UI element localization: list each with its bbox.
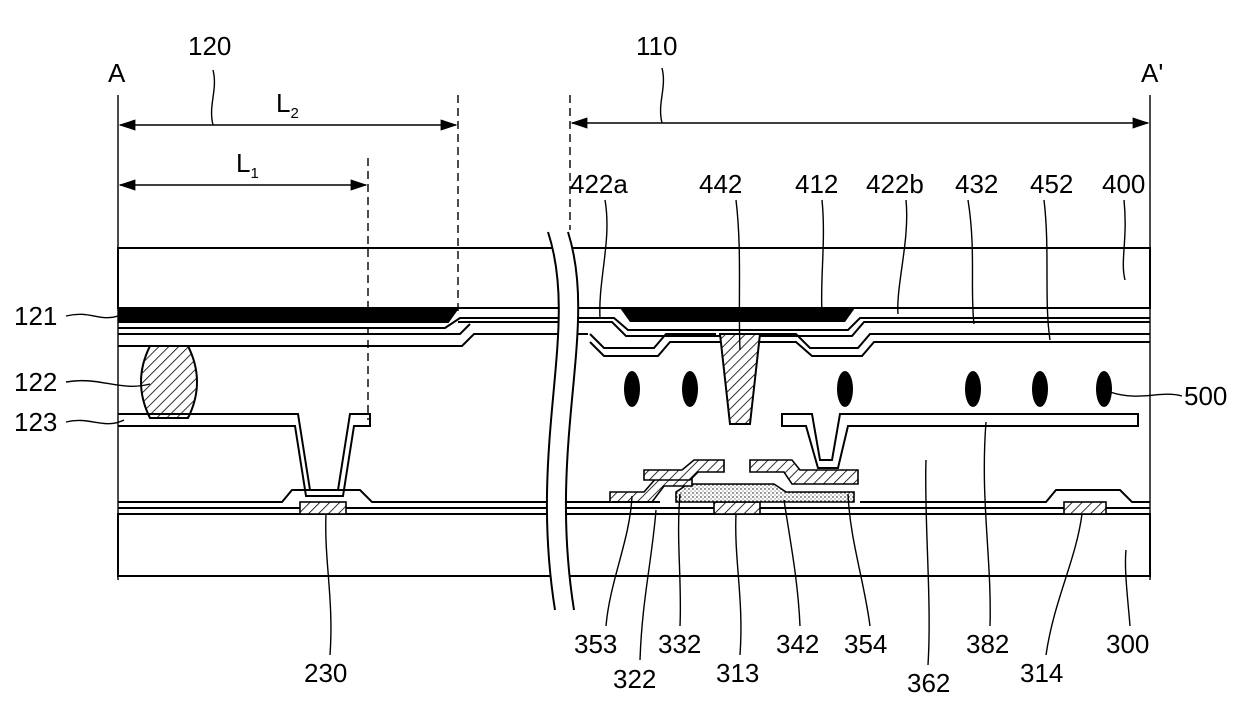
label-422b: 422b xyxy=(866,169,924,199)
section-end-label: A' xyxy=(1141,58,1163,88)
section-labels: A A' xyxy=(108,58,1163,88)
label-313: 313 xyxy=(716,658,759,688)
label-314: 314 xyxy=(1020,658,1063,688)
label-300: 300 xyxy=(1106,629,1149,659)
label-452: 452 xyxy=(1030,169,1073,199)
region-labels: 120 110 L2 L1 xyxy=(188,31,677,182)
black-matrix xyxy=(118,308,855,322)
upper-substrate xyxy=(118,248,1150,308)
label-400: 400 xyxy=(1102,169,1145,199)
label-382: 382 xyxy=(966,629,1009,659)
label-121: 121 xyxy=(14,301,57,331)
label-342: 342 xyxy=(776,629,819,659)
label-230: 230 xyxy=(304,658,347,688)
region-110-label: 110 xyxy=(636,31,677,61)
dimension-l1-label: L1 xyxy=(236,148,259,182)
dimension-l2-label: L2 xyxy=(276,88,299,122)
lower-substrate xyxy=(118,514,1150,576)
label-123: 123 xyxy=(14,407,57,437)
section-start-label: A xyxy=(108,58,126,88)
label-354: 354 xyxy=(844,629,887,659)
right-labels: 500 xyxy=(1184,381,1227,411)
label-322: 322 xyxy=(613,664,656,694)
bottom-labels: 353 332 342 354 382 300 230 322 313 362 … xyxy=(304,629,1149,698)
left-labels: 121 122 123 xyxy=(14,301,57,437)
top-labels: 422a 442 412 422b 432 452 400 xyxy=(570,169,1145,199)
leader-lines xyxy=(66,200,1182,665)
liquid-crystal-molecules xyxy=(624,371,1112,407)
seal xyxy=(141,346,197,418)
label-442: 442 xyxy=(699,169,742,199)
thin-film-transistor xyxy=(610,460,858,502)
label-122: 122 xyxy=(14,367,57,397)
label-432: 432 xyxy=(955,169,998,199)
dimension-lines xyxy=(118,68,1150,580)
label-362: 362 xyxy=(907,668,950,698)
label-500: 500 xyxy=(1184,381,1227,411)
break-lines xyxy=(547,232,578,610)
label-332: 332 xyxy=(658,629,701,659)
label-353: 353 xyxy=(574,629,617,659)
label-412: 412 xyxy=(795,169,838,199)
label-422a: 422a xyxy=(570,169,628,199)
region-120-label: 120 xyxy=(188,31,231,61)
